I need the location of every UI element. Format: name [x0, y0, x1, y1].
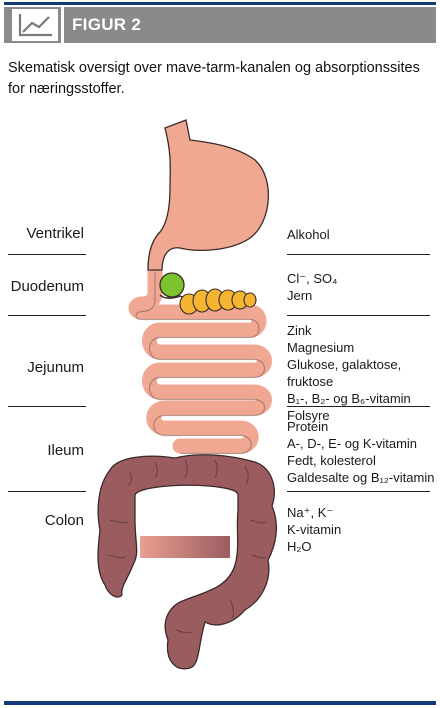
gallbladder [159, 272, 185, 298]
organ-label-ileum: Ileum [47, 442, 84, 459]
divider-rule [8, 491, 86, 492]
organ-label-duodenum: Duodenum [10, 278, 84, 295]
nutrient-list-jejunum: Zink Magnesium Glukose, galaktose, frukt… [287, 322, 437, 424]
divider-rule [287, 254, 430, 255]
organ-label-jejunum: Jejunum [27, 359, 84, 376]
nutrient-item: H₂O [287, 539, 312, 554]
nutrient-item: Jern [287, 288, 313, 303]
top-border [4, 2, 436, 5]
nutrient-list-ventrikel: Alkohol [287, 226, 437, 243]
nutrient-item: Zink [287, 323, 312, 338]
divider-rule [8, 406, 86, 407]
bottom-border [4, 701, 436, 705]
nutrient-item: Protein [287, 419, 329, 434]
pancreas [179, 288, 257, 315]
nutrient-item: Folsyre [287, 408, 330, 423]
divider-rule [287, 315, 430, 316]
divider-rule [287, 491, 430, 492]
nutrient-item: Na⁺, K⁻ [287, 505, 334, 520]
nutrient-item: Magnesium [287, 340, 355, 355]
nutrient-item: Alkohol [287, 227, 330, 242]
stomach [147, 119, 269, 271]
nutrient-item: Cl⁻, SO₄ [287, 271, 338, 286]
small-intestine [128, 257, 272, 454]
header-separator [61, 7, 64, 43]
figure-label: FIGUR 2 [72, 15, 142, 34]
nutrient-item: Galdesalte og B₁₂-vitamin [287, 470, 435, 485]
nutrient-list-ileum: Protein A-, D-, E- og K-vitamin Fedt, ko… [287, 418, 437, 486]
nutrient-item: A-, D-, E- og K-vitamin [287, 436, 418, 451]
divider-rule [287, 406, 430, 407]
nutrient-item: Glukose, galaktose, fruktose [287, 357, 402, 389]
divider-rule [8, 254, 86, 255]
bile-duct [159, 294, 191, 301]
divider-rule [8, 315, 86, 316]
colon [97, 454, 278, 670]
nutrient-item: K-vitamin [287, 522, 342, 537]
organ-label-colon: Colon [44, 512, 84, 529]
ileocecal-junction [140, 536, 230, 558]
nutrient-list-duodenum: Cl⁻, SO₄ Jern [287, 270, 437, 304]
nutrient-list-colon: Na⁺, K⁻ K-vitamin H₂O [287, 504, 437, 555]
figure-caption: Skematisk oversigt over mave-tarm-kanale… [8, 60, 420, 97]
figure-header: FIGUR 2 [4, 7, 436, 43]
nutrient-item: B₁-, B₂- og B₆-vitamin [287, 391, 411, 406]
nutrient-item: Fedt, kolesterol [287, 453, 376, 468]
organ-label-ventrikel: Ventrikel [26, 225, 84, 242]
chart-line-icon [12, 9, 58, 41]
